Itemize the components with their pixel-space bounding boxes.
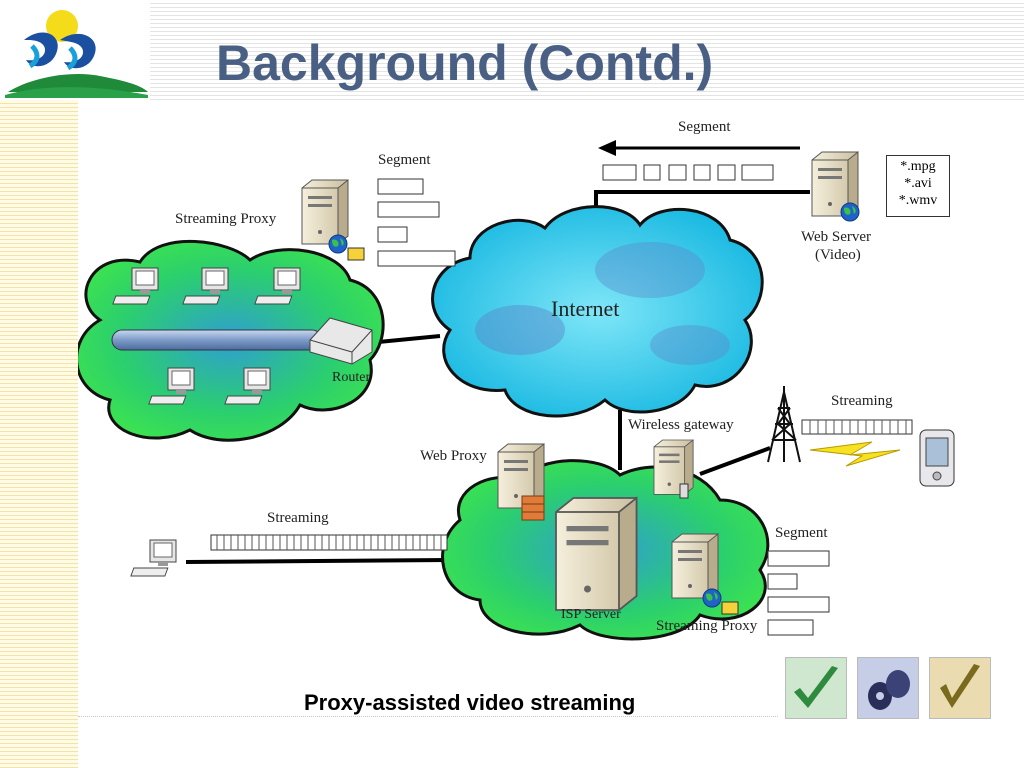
router-icon <box>309 317 373 365</box>
web-server-sublabel: (Video) <box>815 247 861 263</box>
sidebar-stripes <box>0 100 78 768</box>
segment-top-left-label: Segment <box>378 152 431 168</box>
router-label: Router <box>332 370 371 385</box>
network-diagram <box>78 140 955 641</box>
slide-title: Background (Contd.) <box>216 35 714 91</box>
pda-icon <box>919 429 955 487</box>
segment-bottom-label: Segment <box>775 525 828 541</box>
internet-label: Internet <box>551 296 620 321</box>
disc-thumbnail <box>857 657 919 719</box>
slide-caption: Proxy-assisted video streaming <box>304 690 636 715</box>
isp-server-label: ISP Server <box>561 607 621 622</box>
header-stripes <box>150 0 1024 100</box>
streaming-client-label: Streaming <box>267 510 329 526</box>
file-type: *.mpg <box>900 159 936 174</box>
wireless-gateway-label: Wireless gateway <box>628 417 734 433</box>
web-proxy-label: Web Proxy <box>420 448 487 464</box>
checkmark-thumbnail <box>785 657 847 719</box>
segment-top-right-label: Segment <box>678 119 731 135</box>
footer-divider <box>78 716 778 717</box>
streaming-proxy-top-label: Streaming Proxy <box>175 211 277 227</box>
file-type: *.wmv <box>898 193 938 208</box>
streaming-proxy-bottom-label: Streaming Proxy <box>656 618 758 634</box>
antenna-icon <box>767 386 801 463</box>
file-types-box: *.mpg *.avi *.wmv <box>886 155 950 217</box>
logo <box>5 10 148 98</box>
file-type: *.avi <box>904 176 932 191</box>
web-server-label: Web Server <box>801 229 872 245</box>
lightning-icon <box>809 441 901 467</box>
pen-check-thumbnail <box>929 657 991 719</box>
streaming-mobile-label: Streaming <box>831 393 893 409</box>
